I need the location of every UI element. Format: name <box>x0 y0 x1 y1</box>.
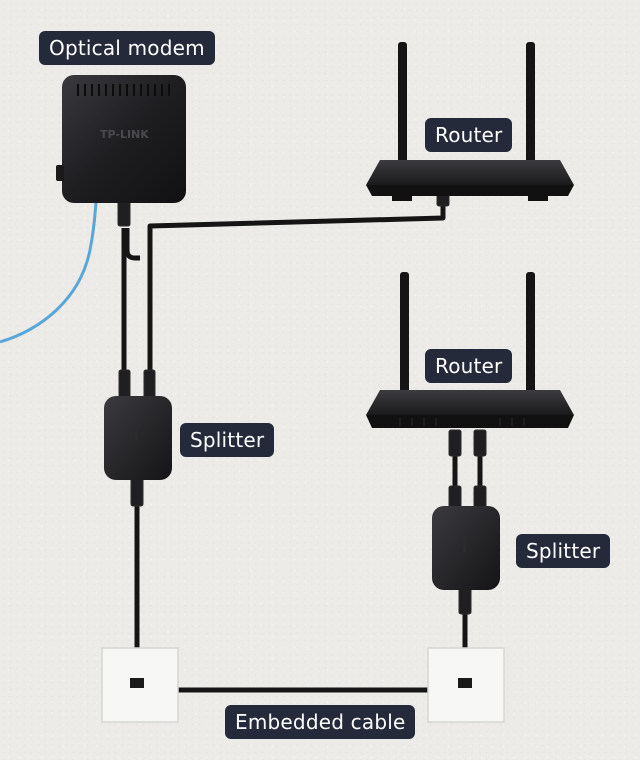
cables <box>121 200 483 693</box>
cable-modem-router1 <box>147 200 446 380</box>
fiber-cable <box>0 189 100 344</box>
connectors <box>117 191 487 683</box>
wall-plate-right <box>427 647 505 723</box>
splitter-right-label: Splitter <box>516 534 611 568</box>
optical-modem-label: Optical modem <box>39 31 215 65</box>
router-top-label: Router <box>425 118 513 152</box>
embedded-cable-label: Embedded cable <box>225 705 416 739</box>
splitter-left-device <box>104 396 172 480</box>
optical-modem-device: TP-LINK <box>56 75 186 203</box>
cable-modem-splitter-b <box>124 228 140 261</box>
router-bottom-label: Router <box>425 349 513 383</box>
splitter-right-device <box>432 506 500 590</box>
modem-brand-text: TP-LINK <box>100 128 149 141</box>
router-bottom-device <box>366 272 574 428</box>
router-top-device <box>366 42 574 201</box>
wall-plate-left <box>101 647 179 723</box>
splitter-left-label: Splitter <box>180 423 275 457</box>
